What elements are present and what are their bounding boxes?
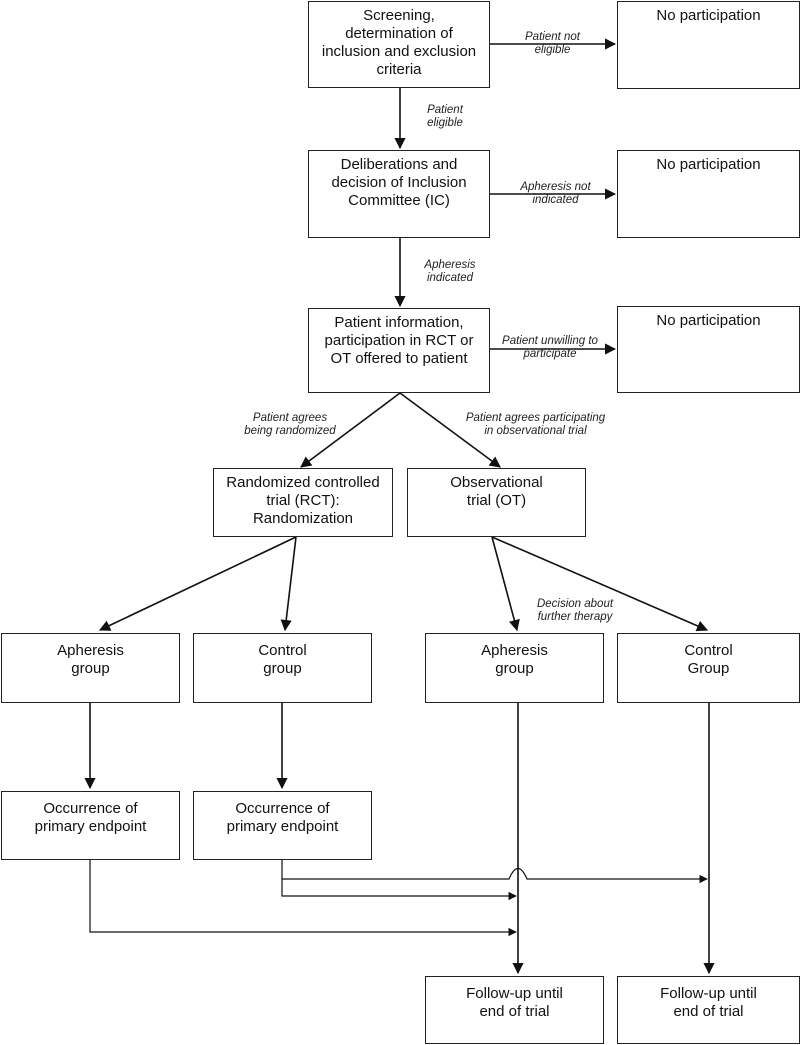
no-participation-box-1: No participation xyxy=(617,1,800,89)
rct-apheresis-group-box: Apheresis group xyxy=(1,633,180,703)
label-unwilling: Patient unwilling to participate xyxy=(502,335,598,360)
arrow-ot-to-control xyxy=(491,536,709,632)
followup-box-1: Follow-up until end of trial xyxy=(425,976,604,1044)
followup-box-2: Follow-up until end of trial xyxy=(617,976,800,1044)
label-eligible: Patient eligible xyxy=(427,104,463,129)
label-not-eligible: Patient not eligible xyxy=(525,31,580,56)
connector-endpoint2-to-apheresis xyxy=(281,879,517,901)
arrow-info-to-ot xyxy=(399,392,501,468)
patient-information-box: Patient information, participation in RC… xyxy=(308,308,490,393)
arrow-rct-to-apheresis xyxy=(98,536,297,631)
arrow-info-to-rct xyxy=(300,392,401,468)
ot-box: Observational trial (OT) xyxy=(407,468,586,537)
no-participation-box-2: No participation xyxy=(617,150,800,238)
rct-control-endpoint-box: Occurrence of primary endpoint xyxy=(193,791,372,860)
screening-box: Screening, determination of inclusion an… xyxy=(308,1,490,88)
ot-apheresis-group-box: Apheresis group xyxy=(425,633,604,703)
ot-control-group-box: Control Group xyxy=(617,633,800,703)
connector-endpoint2-to-control xyxy=(281,860,708,884)
label-apheresis-indicated: Apheresis indicated xyxy=(424,259,476,284)
label-apheresis-not-indicated: Apheresis not indicated xyxy=(520,181,591,206)
no-participation-box-3: No participation xyxy=(617,306,800,393)
arrow-rct-to-control xyxy=(280,536,297,632)
connector-endpoint1-to-apheresis xyxy=(89,860,517,937)
label-decision-therapy: Decision about further therapy xyxy=(536,598,614,623)
rct-control-group-box: Control group xyxy=(193,633,372,703)
label-agrees-observational: Patient agrees participating in observat… xyxy=(465,412,606,437)
label-agrees-randomized: Patient agrees being randomized xyxy=(244,412,336,437)
rct-box: Randomized controlled trial (RCT): Rando… xyxy=(213,468,393,537)
inclusion-committee-box: Deliberations and decision of Inclusion … xyxy=(308,150,490,238)
rct-apheresis-endpoint-box: Occurrence of primary endpoint xyxy=(1,791,180,860)
arrow-ot-to-apheresis xyxy=(491,536,520,632)
